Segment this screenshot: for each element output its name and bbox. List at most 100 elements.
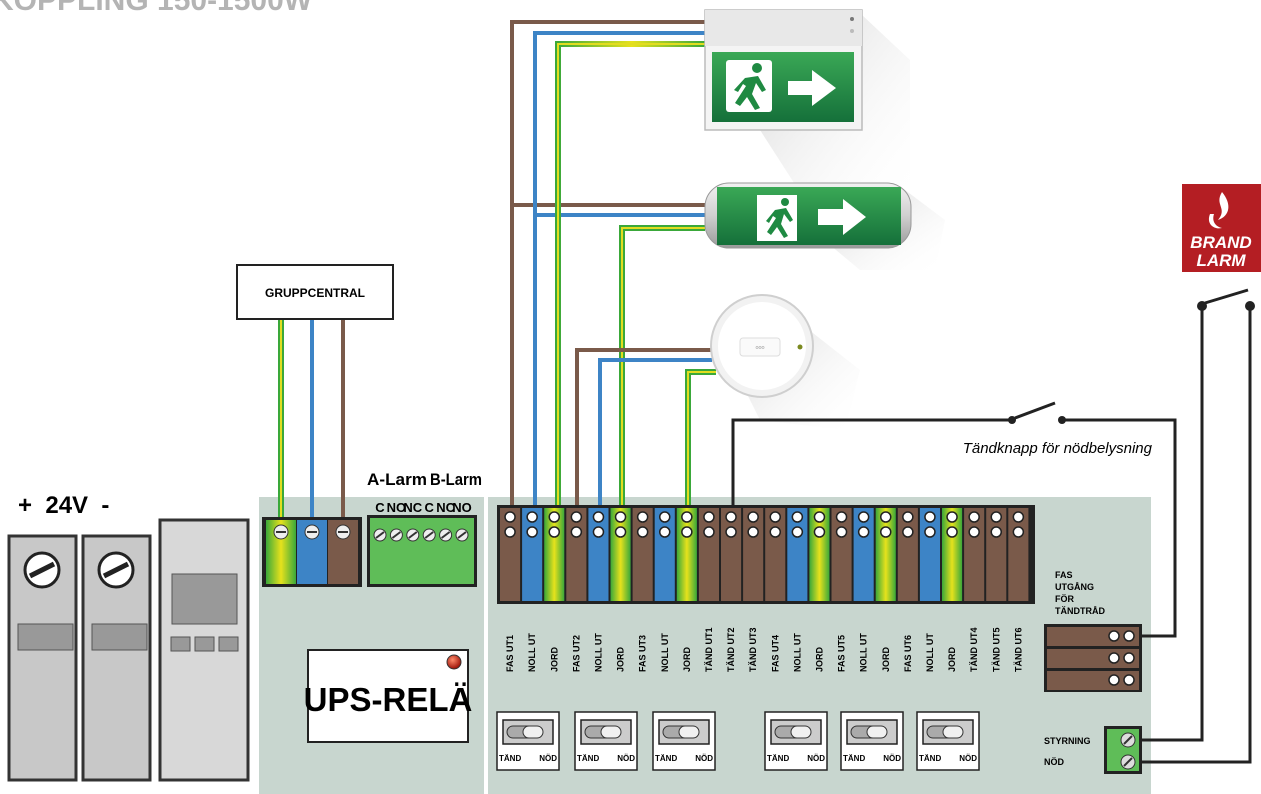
terminal-hole — [835, 526, 848, 538]
switch-label-nod: NÖD — [617, 754, 635, 763]
alarm-terminal — [367, 515, 477, 587]
wires — [278, 20, 1255, 764]
alarm-terminal-label: C — [425, 500, 435, 515]
alarm-terminal-label: NC — [436, 500, 455, 515]
terminal-hole — [592, 526, 605, 538]
terminal-label: NOLL UT — [925, 633, 935, 672]
terminal-label: NOLL UT — [792, 633, 802, 672]
terminal-hole — [703, 526, 715, 538]
terminal-label: FAS UT4 — [770, 635, 780, 672]
terminal-hole — [504, 526, 516, 538]
terminal-hole — [968, 526, 980, 538]
a-larm-label: A-Larm — [367, 470, 427, 489]
alarm-terminal-label: C — [375, 500, 385, 515]
terminal-strip — [500, 508, 1029, 601]
terminal-label: JORD — [682, 646, 692, 672]
switch-label-nod: NÖD — [959, 754, 977, 763]
fas-utgang-line-3: FÖR — [1055, 594, 1074, 604]
fas-utgang-line-4: TÄNDTRÅD — [1055, 606, 1105, 616]
terminal-label: NOLL UT — [660, 633, 670, 672]
terminal-hole — [902, 526, 914, 538]
gruppcentral-label: GRUPPCENTRAL — [265, 286, 365, 300]
terminal-label: NOLL UT — [593, 633, 603, 672]
terminal-hole — [636, 511, 649, 523]
screw-slot — [457, 531, 467, 539]
terminal-hole — [924, 511, 936, 523]
terminal-hole — [548, 526, 560, 538]
fas-utgang-line-1: FAS — [1055, 570, 1073, 580]
terminal-hole — [725, 511, 737, 523]
terminal-hole — [880, 526, 892, 538]
terminal-hole — [946, 511, 958, 523]
power-module-2 — [81, 534, 152, 782]
terminal-hole — [968, 511, 980, 523]
switch-label-tand: TÄND — [655, 754, 677, 763]
terminal-hole — [924, 526, 936, 538]
arrow-right-icon — [818, 199, 866, 235]
terminal-hole — [747, 511, 759, 523]
terminal-hole — [681, 526, 693, 538]
input-terminal — [262, 517, 362, 587]
arrow-right-icon — [788, 70, 836, 106]
terminal-hole — [902, 511, 914, 523]
terminal-hole — [1012, 511, 1025, 523]
alarm-terminal-label: NO — [452, 500, 472, 515]
ups-rela-box: UPS-RELÄ — [304, 649, 472, 743]
tand-nod-switch[interactable]: TÄND NÖD — [764, 711, 828, 771]
terminal-hole — [769, 511, 781, 523]
tand-nod-switch[interactable]: TÄND NÖD — [652, 711, 716, 771]
styrning-label: STYRNING — [1044, 736, 1091, 746]
terminal-hole — [791, 526, 804, 538]
terminal-label: TÄND UT3 — [748, 628, 758, 673]
terminal-hole — [636, 526, 649, 538]
power-module-3 — [158, 518, 250, 782]
terminal-hole — [990, 526, 1002, 538]
switch-label-tand: TÄND — [499, 754, 521, 763]
terminal-hole — [946, 526, 958, 538]
terminal-label: TÄND UT1 — [704, 628, 714, 673]
terminal-hole — [990, 511, 1002, 523]
terminal-hole — [857, 526, 870, 538]
switch-label-tand: TÄND — [767, 754, 789, 763]
terminal-label: TÄND UT6 — [1013, 628, 1023, 673]
terminal-hole — [1012, 526, 1025, 538]
switch-label-nod: NÖD — [695, 754, 713, 763]
terminal-hole — [592, 511, 605, 523]
terminal-label: FAS UT5 — [837, 635, 847, 672]
terminal-hole — [813, 526, 826, 538]
running-man-icon — [766, 198, 793, 238]
gruppcentral: GRUPPCENTRAL — [236, 264, 394, 320]
switch-label-nod: NÖD — [807, 754, 825, 763]
terminal-hole — [614, 511, 627, 523]
terminal-label: JORD — [814, 646, 824, 672]
terminal-hole — [570, 511, 583, 523]
terminal-hole — [747, 526, 759, 538]
terminal-label: FAS UT6 — [903, 635, 913, 672]
terminal-hole — [681, 511, 693, 523]
terminal-hole — [659, 526, 671, 538]
terminal-hole — [659, 511, 671, 523]
alarm-terminal-label: NC — [403, 500, 422, 515]
terminal-hole — [791, 511, 804, 523]
fas-utgang-line-2: UTGÅNG — [1055, 582, 1094, 592]
page-title: KOPPLING 150-1500W — [0, 0, 313, 17]
status-led — [446, 654, 462, 670]
terminal-label: FAS UT2 — [571, 635, 581, 672]
b-larm-label: B-Larm — [430, 470, 482, 489]
terminal-hole — [614, 526, 627, 538]
terminal-hole — [835, 511, 848, 523]
terminal-hole — [857, 511, 870, 523]
terminal-label: JORD — [549, 646, 559, 672]
svg-text:ᵒᵒᵒ: ᵒᵒᵒ — [755, 344, 764, 353]
terminal-label: JORD — [616, 646, 626, 672]
brandlarm-icon: BRAND LARM — [1182, 184, 1261, 272]
switch-label-tand: TÄND — [843, 754, 865, 763]
